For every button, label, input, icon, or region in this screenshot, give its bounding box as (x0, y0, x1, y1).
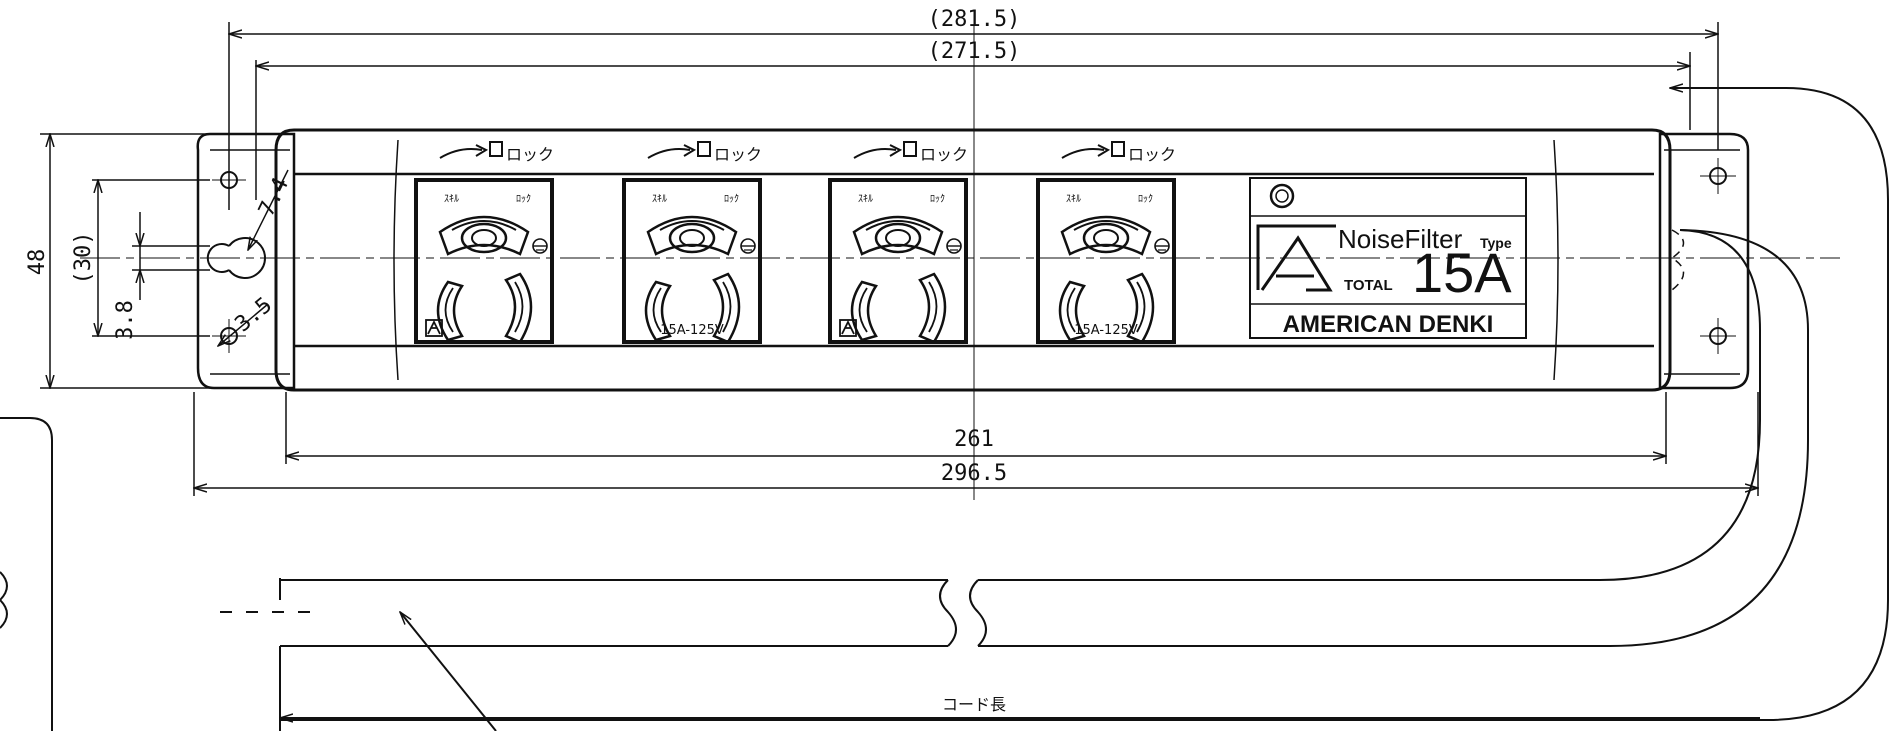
indicator-lamp-icon (1269, 183, 1295, 209)
badge-title: NoiseFilter (1338, 224, 1463, 254)
outlet-1: ｽｷﾙ ﾛｯｸ (414, 178, 554, 344)
outlet-2: ｽｷﾙ ﾛｯｸ 15A-125V (622, 178, 762, 344)
dim-slot-radius: 7.4 (254, 174, 294, 221)
bottom-dimensions (194, 392, 1758, 496)
outlet-rating: 15A-125V (1074, 323, 1138, 338)
outlet-small-left: ｽｷﾙ (858, 194, 873, 205)
outlet-4-lock-label: ロック (1128, 145, 1176, 164)
outlet-rating: 15A-125V (660, 323, 724, 338)
outlet-small-left: ｽｷﾙ (1066, 194, 1081, 205)
right-mount-flange (1658, 132, 1750, 390)
left-dimensions (40, 134, 289, 388)
outlet-3-lock-label: ロック (920, 145, 968, 164)
dim-total-length: 296.5 (941, 461, 1007, 486)
strip-body (274, 128, 1672, 392)
outlet-small-right: ﾛｯｸ (930, 193, 945, 205)
outlet-small-left: ｽｷﾙ (652, 194, 667, 205)
outlet-2-lock-label: ロック (714, 145, 762, 164)
dim-overall-paren: (281.5) (928, 7, 1021, 32)
outlet-4: ｽｷﾙ ﾛｯｸ 15A-125V (1036, 178, 1176, 344)
top-dimensions (229, 22, 1718, 210)
badge-brand: AMERICAN DENKI (1283, 311, 1494, 338)
outlet-1-lock-label: ロック (506, 145, 554, 164)
power-cord (220, 88, 1889, 731)
outlet-small-right: ﾛｯｸ (724, 193, 739, 205)
side-view-partial (0, 417, 53, 731)
left-mount-flange (196, 132, 296, 390)
outlet-3: ｽｷﾙ ﾛｯｸ (828, 178, 968, 344)
dim-body-length: 261 (954, 427, 994, 452)
outlet-small-left: ｽｷﾙ (444, 194, 459, 205)
outlet-small-right: ﾛｯｸ (516, 193, 531, 205)
dim-slot-width: 3.8 (113, 300, 138, 340)
dim-inner-paren: (271.5) (928, 39, 1021, 64)
badge-amp: 15A (1412, 241, 1512, 304)
lock-arrows (439, 141, 1125, 159)
noise-filter-badge: NoiseFilter Type TOTAL 15A AMERICAN DENK… (1249, 177, 1527, 339)
center-lines (80, 10, 1840, 500)
badge-type: Type (1480, 235, 1512, 251)
badge-total: TOTAL (1344, 277, 1393, 294)
outlet-small-right: ﾛｯｸ (1138, 193, 1153, 205)
a-brand-logo-icon (1256, 224, 1336, 292)
a-logo-icon (425, 319, 443, 337)
dim-cord-length: コード長 (942, 695, 1006, 714)
dim-hole-dia: 3.5 (231, 293, 278, 338)
dim-mount-pitch: (30) (71, 232, 96, 285)
dim-height: 48 (25, 249, 50, 276)
a-logo-icon (839, 319, 857, 337)
